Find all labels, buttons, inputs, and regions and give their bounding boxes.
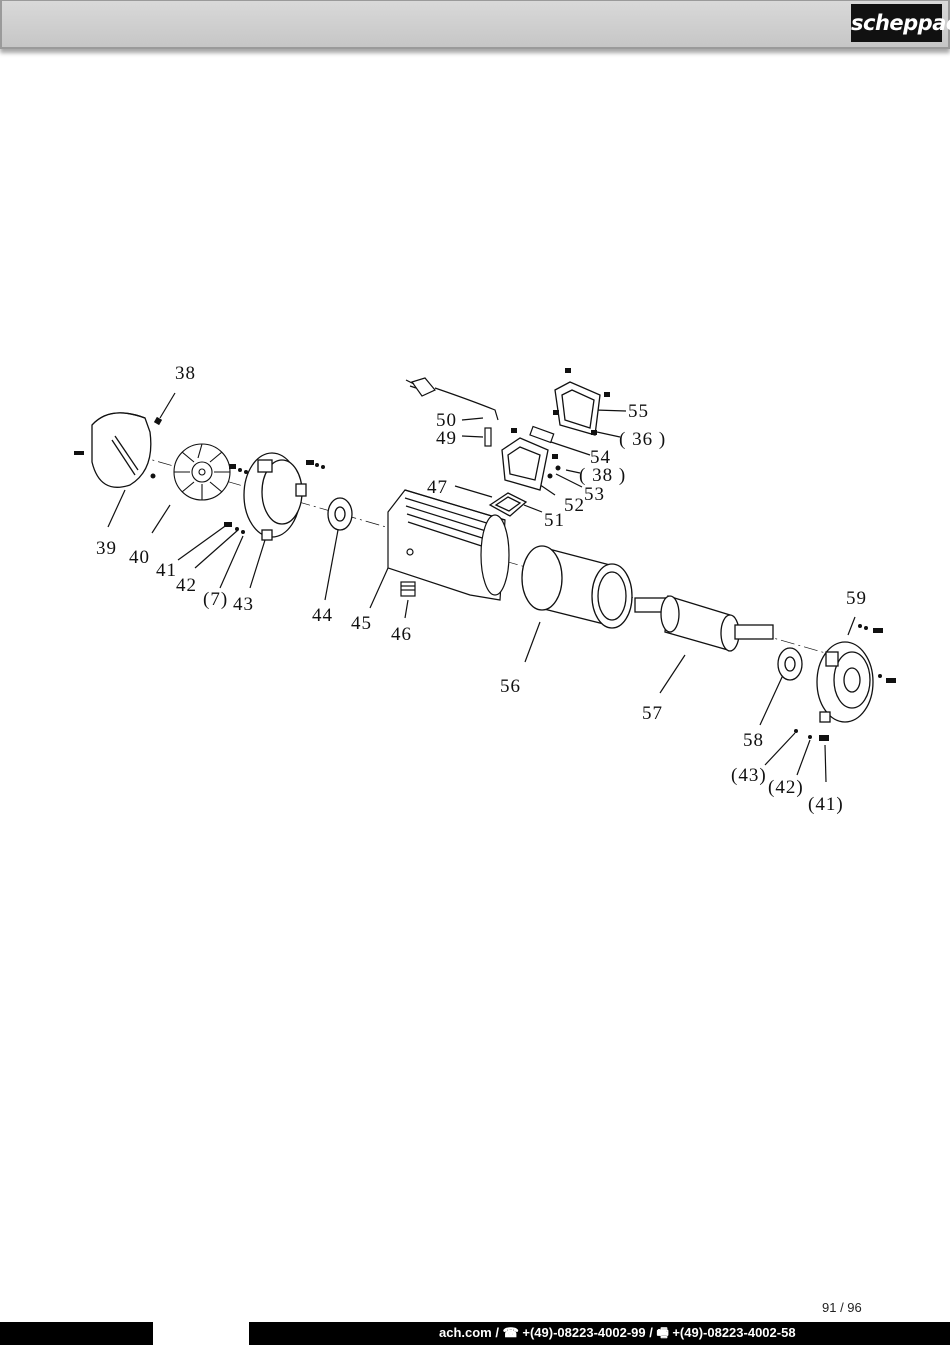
footer-contact: ach.com / ☎ +(49)-08223-4002-99 / 🖷 +(49…: [439, 1325, 796, 1340]
part-label-47: 47: [427, 477, 448, 498]
part-label-45: 45: [351, 613, 372, 634]
part-label-7: (7): [203, 589, 228, 610]
part-label-55: 55: [628, 401, 649, 422]
brand-logo: scheppach: [851, 4, 950, 42]
footer-bar-left: [0, 1322, 153, 1345]
part-label-38: 38: [175, 363, 196, 384]
part-label-58: 58: [743, 730, 764, 751]
part-label-42b: (42): [768, 777, 804, 798]
part-label-41: 41: [156, 560, 177, 581]
part-label-41b: (41): [808, 794, 844, 815]
part-label-44: 44: [312, 605, 333, 626]
part-label-42: 42: [176, 575, 197, 596]
part-label-56: 56: [500, 676, 521, 697]
part-label-36: ( 36 ): [619, 429, 666, 450]
part-label-43b: (43): [731, 765, 767, 786]
page-number: 91 / 96: [822, 1300, 862, 1315]
part-label-38b: ( 38 ): [579, 465, 626, 486]
part-label-43: 43: [233, 594, 254, 615]
part-label-52: 52: [564, 495, 585, 516]
part-label-39: 39: [96, 538, 117, 559]
part-label-59: 59: [846, 588, 867, 609]
part-label-53: 53: [584, 484, 605, 505]
part-label-49: 49: [436, 428, 457, 449]
part-label-40: 40: [129, 547, 150, 568]
part-label-51: 51: [544, 510, 565, 531]
part-label-57: 57: [642, 703, 663, 724]
part-label-54: 54: [590, 447, 611, 468]
header-bar: [0, 0, 950, 49]
part-label-46: 46: [391, 624, 412, 645]
footer-bar-right: ach.com / ☎ +(49)-08223-4002-99 / 🖷 +(49…: [249, 1322, 950, 1345]
part-label-50: 50: [436, 410, 457, 431]
